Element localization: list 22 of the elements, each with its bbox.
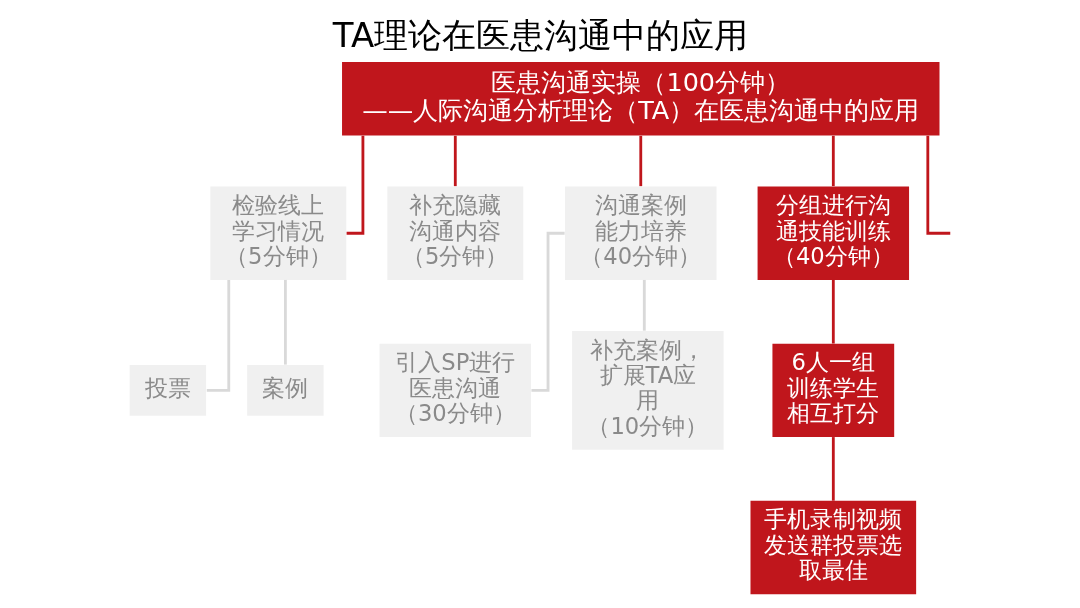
connector [206, 279, 230, 392]
node-box: 补充隐藏沟通内容（5分钟） [386, 186, 523, 280]
connector [831, 135, 835, 187]
connector [831, 437, 835, 501]
node-box: 分组进行沟通技能训练（40分钟） [757, 186, 909, 280]
node-box: 检验线上学习情况（5分钟） [209, 186, 346, 280]
connector [642, 279, 646, 331]
node-box: 案例 [246, 364, 324, 416]
connector [453, 135, 457, 187]
connector [530, 231, 565, 392]
connector [925, 135, 950, 235]
node-box: 投票 [129, 364, 206, 416]
node-box: 医患沟通实操（100分钟） ——人际沟通分析理论（TA）在医患沟通中的应用 [341, 61, 939, 136]
diagram-title: TA理论在医患沟通中的应用 [332, 14, 748, 55]
node-box: 手机录制视频发送群投票选取最佳 [750, 500, 916, 595]
connector [638, 135, 642, 187]
node-box: 补充案例，扩展TA应用（10分钟） [571, 330, 724, 450]
connector [831, 279, 835, 344]
node-box: 6人一组训练学生相互打分 [771, 343, 894, 438]
node-box: 沟通案例能力培养（40分钟） [564, 186, 716, 280]
node-box: 引入SP进行医患沟通（30分钟） [379, 343, 531, 438]
connector [283, 279, 287, 365]
